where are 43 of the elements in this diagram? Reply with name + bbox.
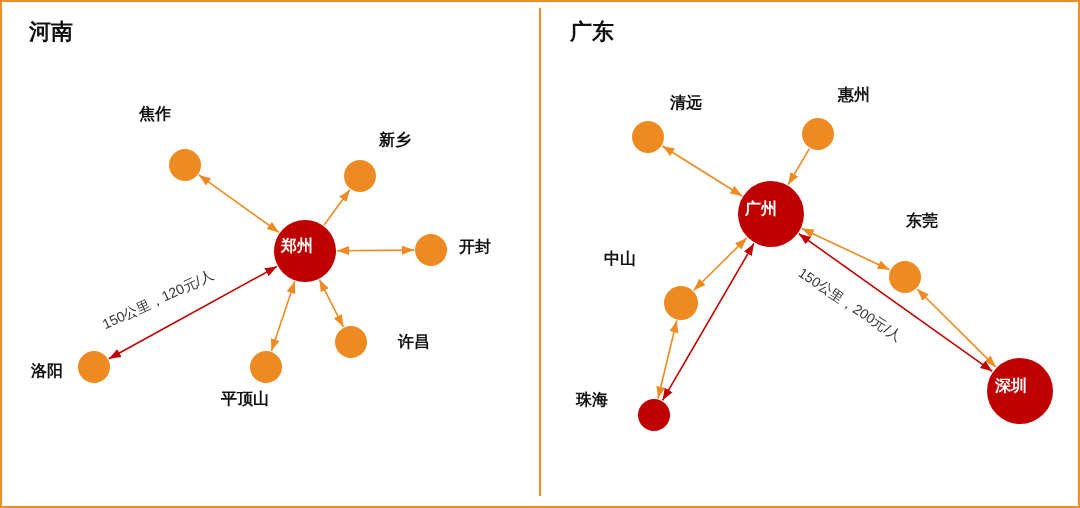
city-label: 新乡 [379,131,411,149]
city-circle [638,399,670,431]
city-label: 东莞 [906,212,938,230]
city-label: 平顶山 [221,390,269,408]
arrow [336,245,415,256]
city-label: 开封 [459,238,491,256]
city-circle: 郑州 [274,220,336,282]
city-circle [78,351,110,383]
city-label: 焦作 [139,105,171,123]
panel-heading: 广东 [570,19,614,45]
arrow [801,227,891,271]
city-circle [344,160,376,192]
arrow [661,242,755,402]
city-circle [664,286,698,320]
city-circle [632,121,664,153]
city-circle: 深圳 [987,358,1053,424]
arrow [323,188,351,226]
arrow [787,147,811,186]
arrow [693,237,748,292]
city-circle [250,351,282,383]
arrow [108,265,278,360]
city-circle [169,149,201,181]
panel-heading: 河南 [29,19,73,45]
city-label: 洛阳 [31,362,63,380]
arrow [916,288,997,368]
city-label: 惠州 [838,86,870,104]
city-circle [889,261,921,293]
edge-label: 150公里，200元/人 [795,265,905,345]
city-circle [802,118,834,150]
arrow [656,319,679,400]
arrow [198,174,280,234]
city-circle [415,234,447,266]
city-label: 许昌 [398,333,430,351]
city-circle [335,326,367,358]
city-label: 珠海 [576,391,608,409]
arrow [661,145,743,197]
arrow [797,232,994,373]
city-label: 中山 [604,250,636,268]
city-circle: 广州 [738,181,804,247]
city-label: 清远 [670,94,702,112]
edge-label: 150公里，120元/人 [100,267,216,333]
arrow [270,280,296,352]
arrow [318,278,345,328]
